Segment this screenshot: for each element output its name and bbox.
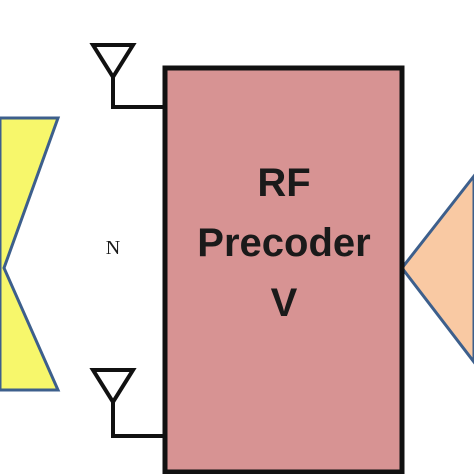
antenna-icon (89, 43, 165, 109)
rf-precoder-label-line2: Precoder (197, 221, 370, 265)
rf-precoder-label-line3: V (271, 281, 298, 325)
antenna-count-label: N (106, 237, 120, 259)
right-triangle-block (400, 173, 474, 365)
antenna-icon (89, 368, 165, 438)
rf-precoder-block (162, 65, 405, 474)
left-bowtie-block (0, 116, 61, 392)
rf-precoder-label-line1: RF (257, 161, 310, 205)
